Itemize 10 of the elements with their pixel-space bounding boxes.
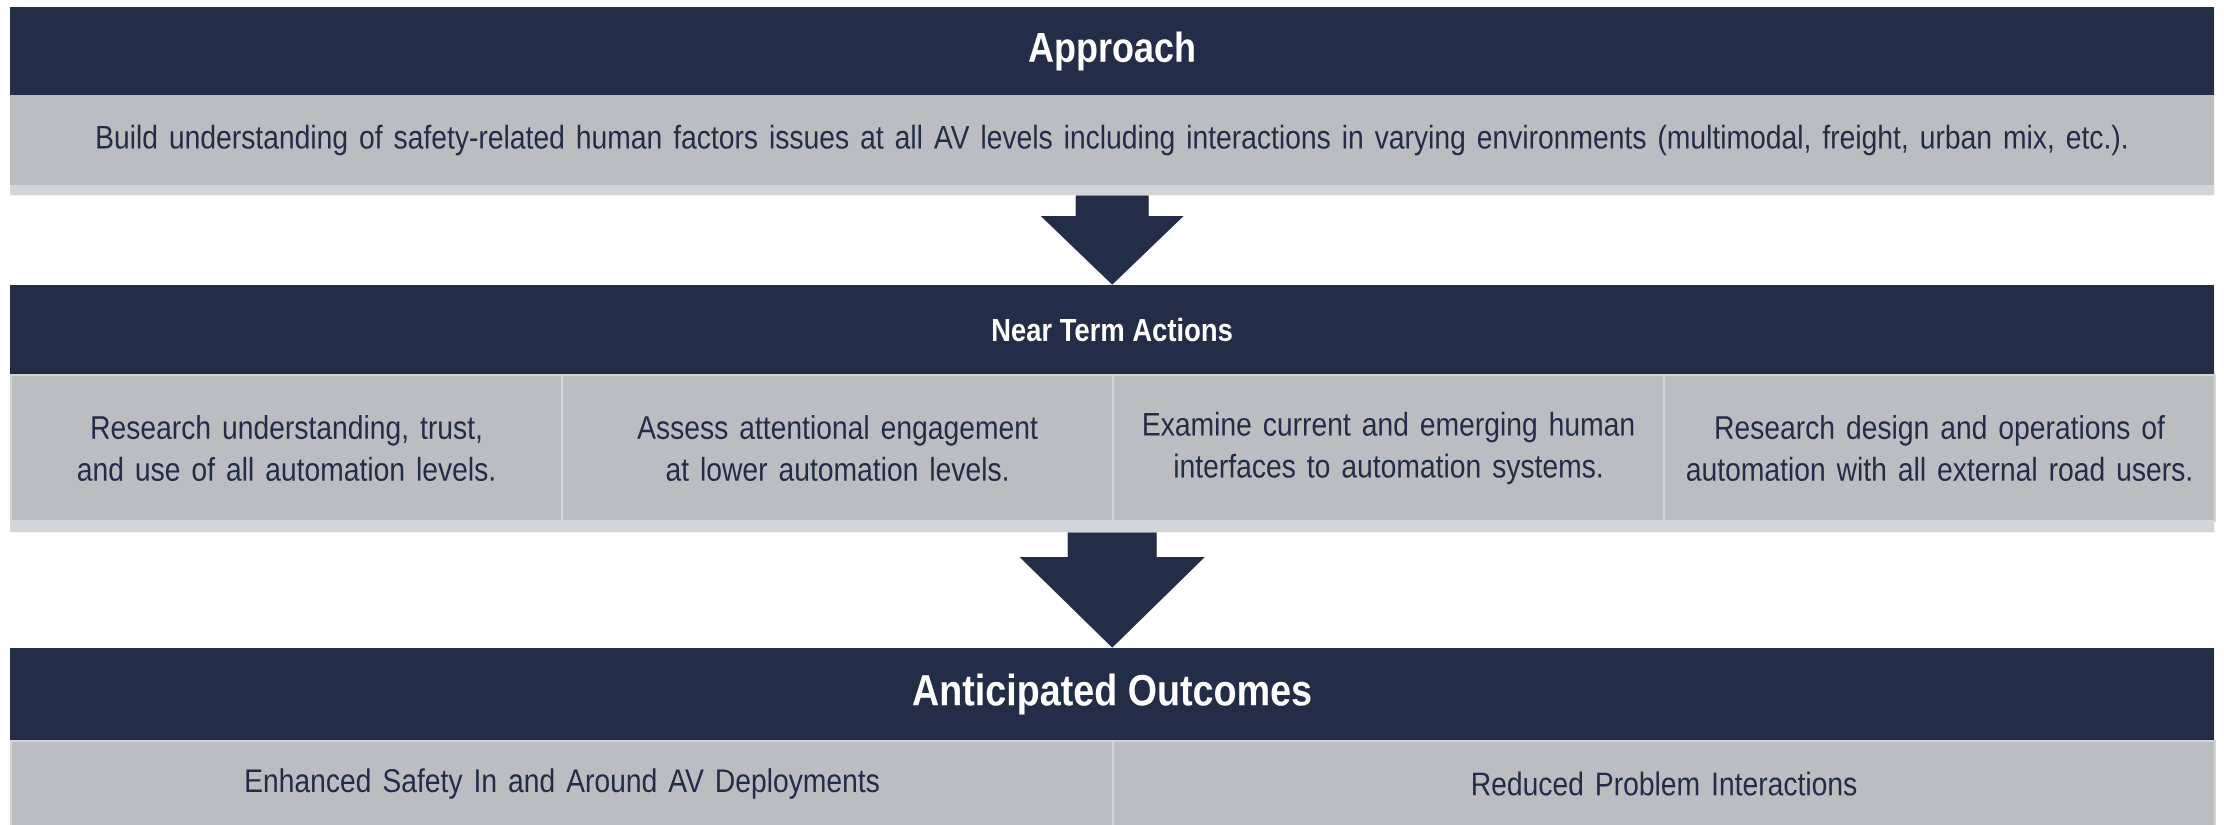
text-cell: Reduced Problem Interactions: [1112, 740, 2217, 825]
text-cell: Research understanding, trust, and use of all automation levels.: [10, 374, 563, 522]
header-band: Approach: [10, 7, 2215, 95]
text-cell: Assess attentional engagement at lower automation levels.: [561, 374, 1114, 522]
header-band: Anticipated Outcomes: [10, 648, 2215, 740]
body-text: Build understanding of safety-related human factors issues at all AV levels including interactions in varying environments (multimodal, freight, urban mix, etc.).: [97, 124, 2126, 156]
text-cell: Examine current and emerging human interfaces to automation systems.: [1112, 374, 1665, 522]
text-cell: Research design and operations of automation with all external road users.: [1663, 374, 2217, 522]
text-cell: Enhanced Safety In and Around AV Deployments: [10, 740, 1114, 825]
header-band: Near Term Actions: [10, 285, 2215, 374]
